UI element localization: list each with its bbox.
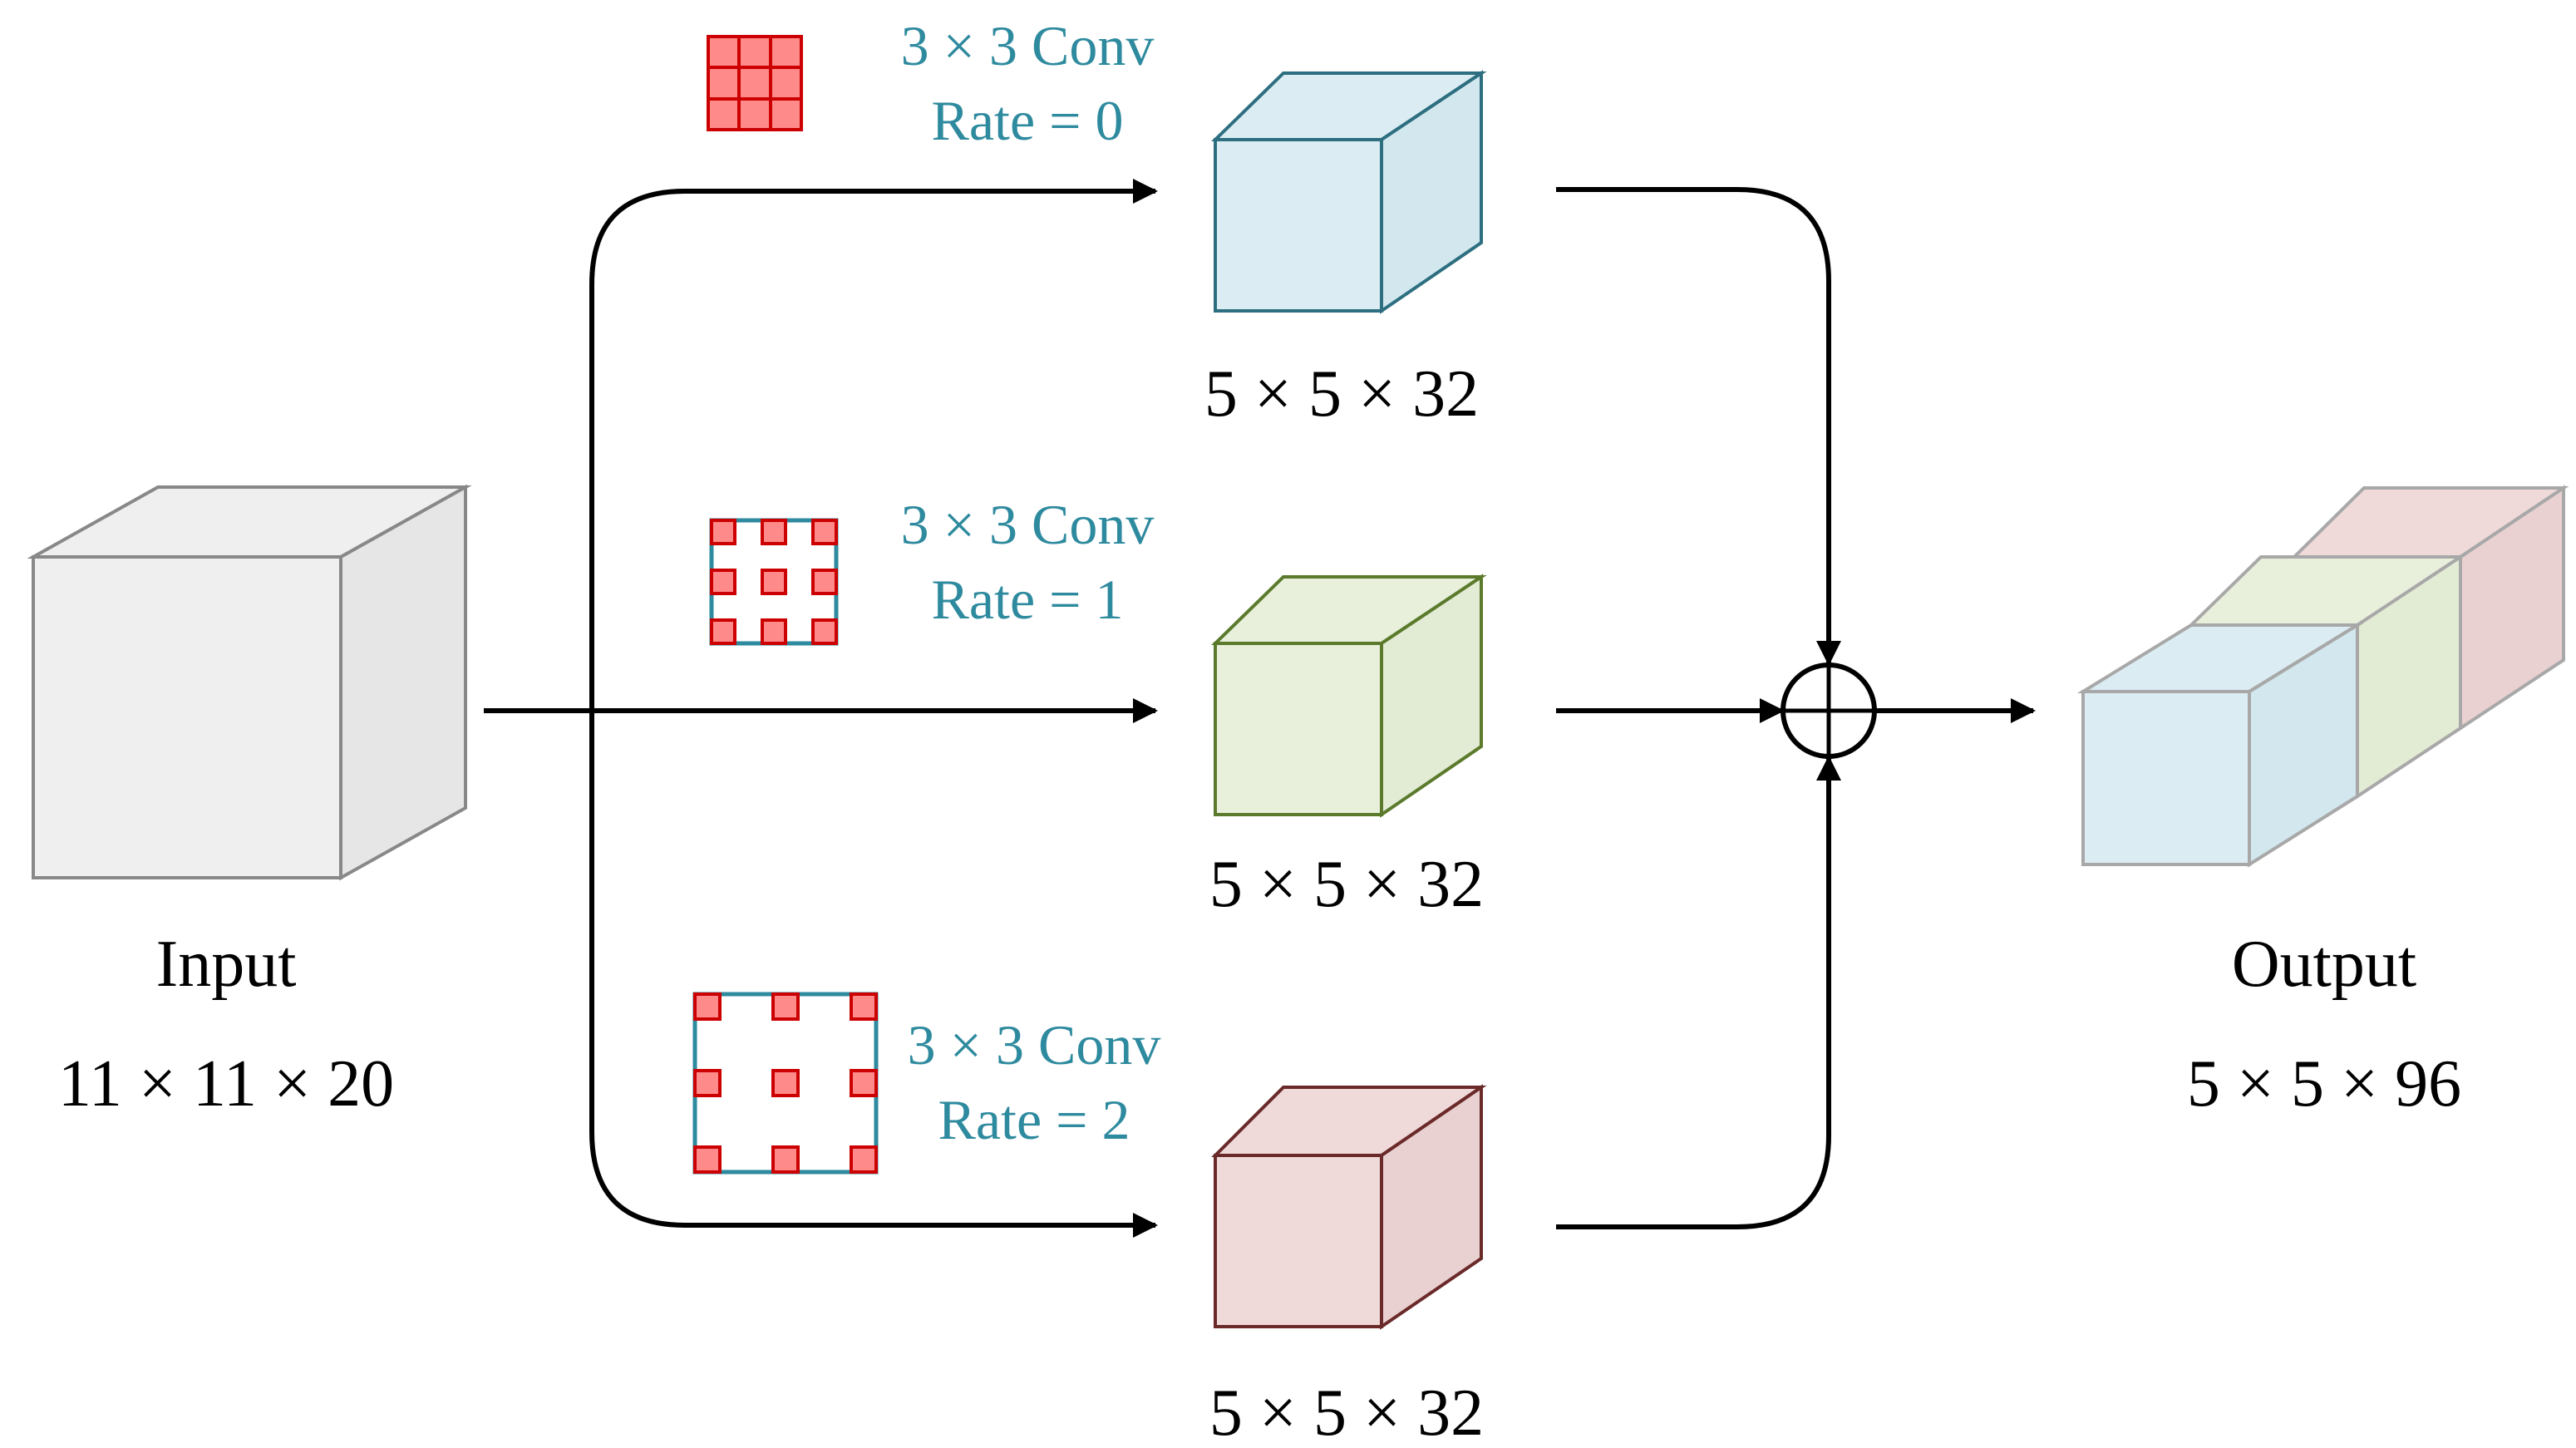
branch-middle-cube <box>1211 574 1487 818</box>
circle-plus-icon <box>1781 662 1877 759</box>
branch-bottom-rate-label: Rate = 2 <box>938 1088 1130 1151</box>
input-dims: 11 × 11 × 20 <box>58 1047 394 1120</box>
arrow-to-branch-top <box>589 179 1158 711</box>
branch-middle-rate-label: Rate = 1 <box>932 568 1124 631</box>
arrow-bottom-to-sum <box>1556 756 1841 1229</box>
dilated-kernel-icon-rate-2 <box>692 992 879 1175</box>
input-cube <box>27 484 472 881</box>
arrow-top-to-sum <box>1556 187 1841 666</box>
branch-bottom-conv-label: 3 × 3 Conv <box>908 1013 1161 1076</box>
output-cube <box>2076 485 2569 868</box>
branch-bottom-cube <box>1211 1084 1487 1330</box>
branch-top-rate-label: Rate = 0 <box>932 89 1124 152</box>
branch-top-dims: 5 × 5 × 32 <box>1204 357 1479 431</box>
branch-middle-dims: 5 × 5 × 32 <box>1209 848 1484 921</box>
dilated-kernel-icon-rate-0 <box>707 35 803 131</box>
arrow-to-branch-bottom <box>589 711 1158 1238</box>
branch-top-cube <box>1211 70 1487 314</box>
dilated-kernel-icon-rate-1 <box>709 518 839 646</box>
output-label: Output <box>2232 928 2416 1001</box>
input-label: Input <box>156 928 297 1001</box>
output-dims: 5 × 5 × 96 <box>2187 1047 2461 1120</box>
branch-bottom-dims: 5 × 5 × 32 <box>1209 1377 1484 1448</box>
input-cube-side <box>339 484 467 881</box>
branch-middle-conv-label: 3 × 3 Conv <box>901 493 1155 556</box>
input-cube-front <box>32 555 342 879</box>
sum-connectors <box>1556 187 2036 1229</box>
input-connectors <box>484 179 1158 1238</box>
branch-top-conv-label: 3 × 3 Conv <box>901 14 1155 77</box>
